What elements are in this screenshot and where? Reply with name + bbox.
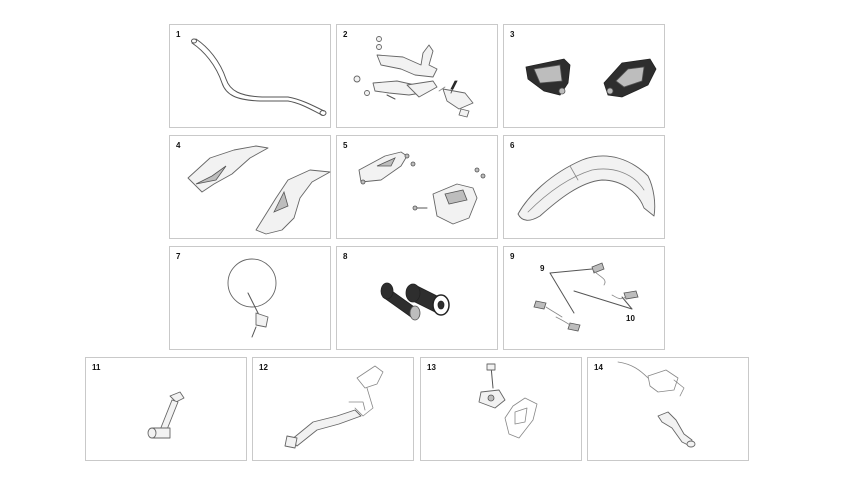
turn-signals-icon — [533, 262, 639, 332]
part-cell-7: 7 — [169, 246, 331, 350]
mirror-icon — [227, 258, 277, 338]
part-number: 5 — [343, 141, 348, 150]
part-number: 1 — [176, 30, 181, 39]
part-number: 7 — [176, 252, 181, 261]
part-number: 6 — [510, 141, 515, 150]
footpeg-bracket-kit-icon — [353, 36, 474, 118]
hand-guards-icon — [358, 151, 486, 225]
clutch-assembly-icon — [478, 363, 538, 439]
part-cell-3: 3 — [503, 24, 665, 128]
part-cell-13: 13 — [420, 357, 582, 461]
part-cell-14: 14 — [587, 357, 749, 461]
brake-lever-icon — [617, 361, 696, 448]
part-cell-9: 9 9 10 — [503, 246, 665, 350]
part-cell-1: 1 — [169, 24, 331, 128]
part-number: 13 — [427, 363, 436, 372]
front-fender-icon — [517, 155, 656, 221]
grips-icon — [380, 282, 450, 321]
handlebar-icon — [191, 38, 327, 116]
part-number: 2 — [343, 30, 348, 39]
part-number: 14 — [594, 363, 603, 372]
callout-10: 10 — [626, 314, 635, 323]
part-cell-6: 6 — [503, 135, 665, 239]
kickstart-lever-icon — [147, 391, 185, 439]
part-cell-11: 11 — [85, 357, 247, 461]
radiator-shrouds-icon — [187, 145, 331, 235]
part-cell-8: 8 — [336, 246, 498, 350]
part-number: 8 — [343, 252, 348, 261]
part-cell-4: 4 — [169, 135, 331, 239]
callout-9: 9 — [540, 264, 545, 273]
footpegs-icon — [525, 58, 657, 98]
part-number: 4 — [176, 141, 181, 150]
part-cell-12: 12 — [252, 357, 414, 461]
part-number: 9 — [510, 252, 515, 261]
part-number: 3 — [510, 30, 515, 39]
part-cell-2: 2 — [336, 24, 498, 128]
part-cell-5: 5 — [336, 135, 498, 239]
shift-lever-icon — [284, 365, 384, 449]
part-number: 11 — [92, 363, 101, 372]
part-number: 12 — [259, 363, 268, 372]
